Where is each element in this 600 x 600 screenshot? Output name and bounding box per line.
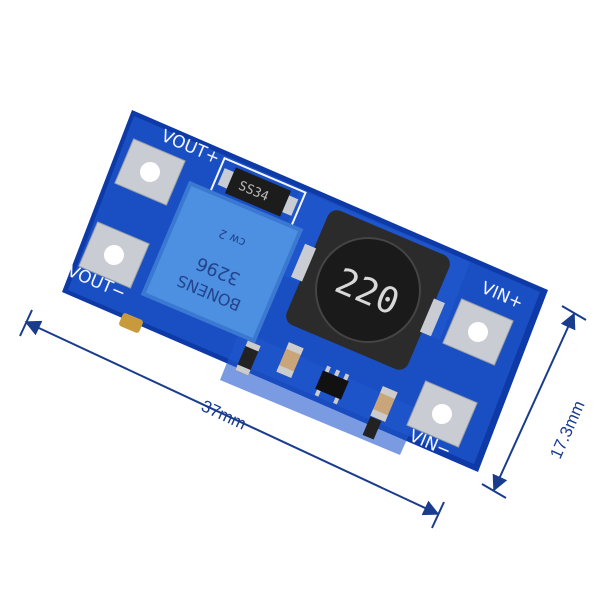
length-label: 37mm bbox=[198, 396, 249, 433]
pad-vout-plus bbox=[114, 138, 186, 206]
diode-ss34: SS34 bbox=[209, 156, 307, 228]
solder-pads bbox=[78, 138, 514, 448]
trimmer-potentiometer: cw 2 3296 BONENS bbox=[140, 180, 304, 344]
pad-vout-minus bbox=[78, 221, 150, 289]
width-label: 17.3mm bbox=[546, 398, 588, 462]
